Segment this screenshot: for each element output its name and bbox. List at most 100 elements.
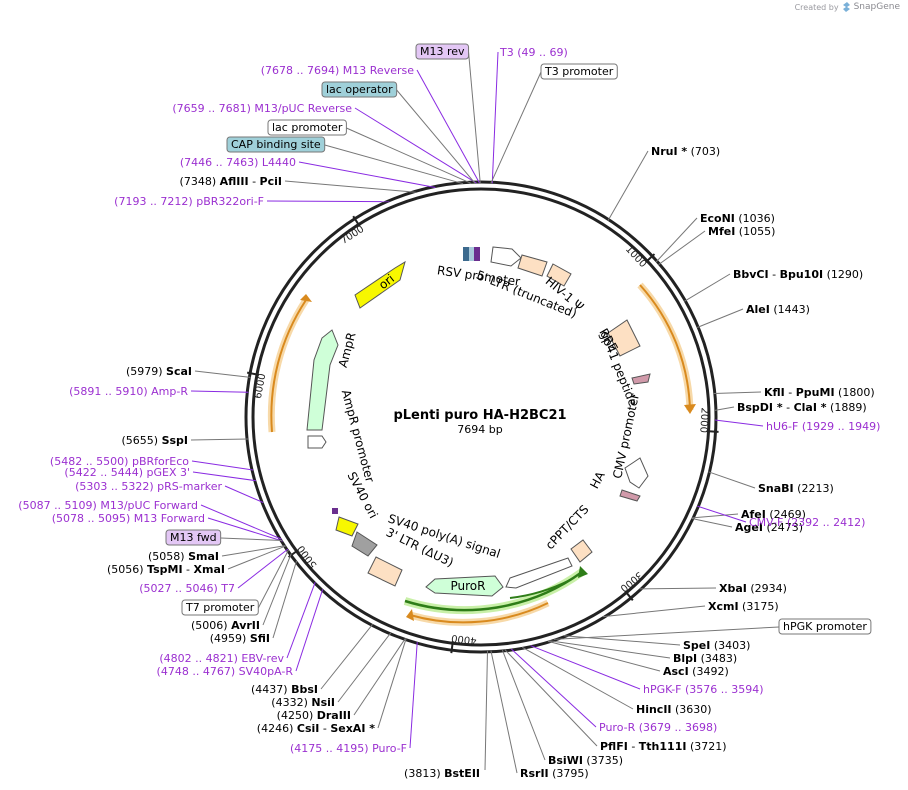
leader-line bbox=[409, 642, 418, 749]
leader-line bbox=[691, 518, 733, 528]
primer-pgex3[interactable]: (5422 .. 5444) pGEX 3' bbox=[64, 466, 190, 479]
tick-mark-3000 bbox=[624, 590, 634, 601]
site-alei[interactable]: AleI (1443) bbox=[746, 303, 810, 316]
leader-line bbox=[191, 460, 254, 471]
feature-box-cap-binding-site[interactable]: CAP binding site bbox=[226, 136, 326, 153]
site-csii[interactable]: (4246) CsiI - SexAI * bbox=[257, 722, 375, 735]
site-tspmi[interactable]: (5056) TspMI - XmaI bbox=[107, 563, 225, 576]
leader-line bbox=[207, 517, 283, 542]
leader-line bbox=[396, 89, 476, 184]
primer-range: (5087 .. 5109) bbox=[18, 499, 100, 512]
primer-cmvf[interactable]: CMV-F (2392 .. 2412) bbox=[749, 516, 865, 529]
site-bsiwi[interactable]: BsiWI (3735) bbox=[548, 754, 623, 767]
site-agei[interactable]: AgeI (2473) bbox=[735, 521, 803, 534]
site-name: SnaBI bbox=[758, 482, 794, 495]
primer-purof[interactable]: (4175 .. 4195) Puro-F bbox=[290, 742, 407, 755]
leader-line bbox=[416, 69, 480, 184]
site-mfei[interactable]: MfeI (1055) bbox=[708, 225, 775, 238]
primer-puror[interactable]: Puro-R (3679 .. 3698) bbox=[599, 721, 717, 734]
primer-t3[interactable]: T3 (49 .. 69) bbox=[499, 46, 568, 59]
leader-line bbox=[221, 545, 286, 557]
site-hincii[interactable]: HincII (3630) bbox=[636, 703, 712, 716]
primer-ebvrev[interactable]: (4802 .. 4821) EBV-rev bbox=[159, 652, 284, 665]
site-blpi[interactable]: BlpI (3483) bbox=[673, 652, 737, 665]
site-draiii[interactable]: (4250) DraIII bbox=[277, 709, 351, 722]
feature-box-t3-promoter[interactable]: T3 promoter bbox=[540, 63, 618, 80]
site-pflfi[interactable]: PflFI - Tth111I (3721) bbox=[600, 740, 727, 753]
primer-range: (7659 .. 7681) bbox=[172, 102, 254, 115]
site-asci[interactable]: AscI (3492) bbox=[663, 665, 729, 678]
primer-m13pucforward[interactable]: (5087 .. 5109) M13/pUC Forward bbox=[18, 499, 198, 512]
primer-hpgkf[interactable]: hPGK-F (3576 .. 3594) bbox=[643, 683, 764, 696]
site-name: HincII bbox=[636, 703, 672, 716]
primer-name: pBRforEco bbox=[132, 455, 189, 468]
primer-l4440[interactable]: (7446 .. 7463) L4440 bbox=[180, 156, 296, 169]
snapgene-logo-icon bbox=[842, 2, 850, 12]
site-name: SfiI bbox=[250, 632, 270, 645]
primer-m13pucreverse[interactable]: (7659 .. 7681) M13/pUC Reverse bbox=[172, 102, 352, 115]
cppt-arrow bbox=[505, 557, 573, 589]
feature-box-t7-promoter[interactable]: T7 promoter bbox=[181, 599, 259, 616]
gp41-feature bbox=[631, 373, 651, 385]
site-sfii[interactable]: (4959) SfiI bbox=[210, 632, 270, 645]
site-coord: (3175) bbox=[739, 600, 779, 613]
feature-box-m13-fwd[interactable]: M13 fwd bbox=[165, 529, 222, 546]
site-bbsi[interactable]: (4437) BbsI bbox=[251, 683, 318, 696]
site-avrii[interactable]: (5006) AvrII bbox=[191, 619, 260, 632]
site-name: BstEII bbox=[444, 767, 480, 780]
primer-pbrforeco[interactable]: (5482 .. 5500) pBRforEco bbox=[50, 455, 189, 468]
site-name: XbaI bbox=[719, 582, 747, 595]
site-spei[interactable]: SpeI (3403) bbox=[683, 639, 750, 652]
primer-pbr322orif[interactable]: (7193 .. 7212) pBR322ori-F bbox=[114, 195, 264, 208]
site-nrui[interactable]: NruI * (703) bbox=[651, 145, 720, 158]
site-name: PciI bbox=[260, 175, 282, 188]
primer-sv40par[interactable]: (4748 .. 4767) SV40pA-R bbox=[157, 665, 294, 678]
site-bspdi[interactable]: BspDI * - ClaI * (1889) bbox=[737, 401, 867, 414]
primer-range: (5891 .. 5910) bbox=[69, 385, 151, 398]
site-xbai[interactable]: XbaI (2934) bbox=[719, 582, 787, 595]
site-nsii[interactable]: (4332) NsiI bbox=[271, 696, 335, 709]
site-name: Bpu10I bbox=[780, 268, 824, 281]
site-afliii[interactable]: (7348) AflIII - PciI bbox=[180, 175, 282, 188]
site-xcmi[interactable]: XcmI (3175) bbox=[708, 600, 779, 613]
site-smai[interactable]: (5058) SmaI bbox=[148, 550, 219, 563]
site-name: SspI bbox=[162, 434, 188, 447]
leader-line bbox=[504, 649, 598, 747]
feature-box-bg bbox=[415, 43, 470, 60]
feature-box-hpgk-promoter[interactable]: hPGK promoter bbox=[778, 618, 872, 635]
leader-line bbox=[224, 485, 264, 504]
primer-prsmarker[interactable]: (5303 .. 5322) pRS-marker bbox=[75, 480, 222, 493]
site-econi[interactable]: EcoNI (1036) bbox=[700, 212, 775, 225]
leader-line bbox=[697, 308, 744, 328]
primer-m13reverse[interactable]: (7678 .. 7694) M13 Reverse bbox=[261, 64, 414, 77]
site-name: RsrII bbox=[520, 767, 549, 780]
feature-box-label: T7 promoter bbox=[185, 601, 255, 614]
primer-name: M13/pUC Forward bbox=[100, 499, 198, 512]
feature-box-m13-rev[interactable]: M13 rev bbox=[415, 43, 470, 60]
feature-box-bg bbox=[165, 529, 222, 546]
site-coord: (1800) bbox=[835, 386, 875, 399]
primer-ampr[interactable]: (5891 .. 5910) Amp-R bbox=[69, 385, 188, 398]
leader-line bbox=[237, 548, 289, 589]
site-bsteii[interactable]: (3813) BstEII bbox=[404, 767, 480, 780]
site-coord: (4959) bbox=[210, 632, 250, 645]
primer-hu6f[interactable]: hU6-F (1929 .. 1949) bbox=[766, 420, 880, 433]
primer-name: Amp-R bbox=[151, 385, 188, 398]
site-scai[interactable]: (5979) ScaI bbox=[126, 365, 192, 378]
leader-line bbox=[549, 640, 671, 659]
site-sspi[interactable]: (5655) SspI bbox=[121, 434, 188, 447]
site-coord: (3721) bbox=[686, 740, 726, 753]
site-snabi[interactable]: SnaBI (2213) bbox=[758, 482, 834, 495]
primer-m13forward[interactable]: (5078 .. 5095) M13 Forward bbox=[52, 512, 205, 525]
site-name: NruI * bbox=[651, 145, 687, 158]
leader-line bbox=[490, 71, 542, 184]
feature-box-lac-promoter[interactable]: lac promoter bbox=[267, 119, 347, 136]
site-kfli[interactable]: KflI - PpuMI (1800) bbox=[764, 386, 875, 399]
site-afei[interactable]: AfeI (2469) bbox=[741, 508, 806, 521]
site-rsrii[interactable]: RsrII (3795) bbox=[520, 767, 589, 780]
leader-line bbox=[639, 587, 717, 590]
feature-box-lac-operator[interactable]: lac operator bbox=[321, 81, 398, 98]
site-bbvci[interactable]: BbvCI - Bpu10I (1290) bbox=[733, 268, 863, 281]
primer-t7[interactable]: (5027 .. 5046) T7 bbox=[139, 582, 235, 595]
site-name: TspMI bbox=[147, 563, 183, 576]
